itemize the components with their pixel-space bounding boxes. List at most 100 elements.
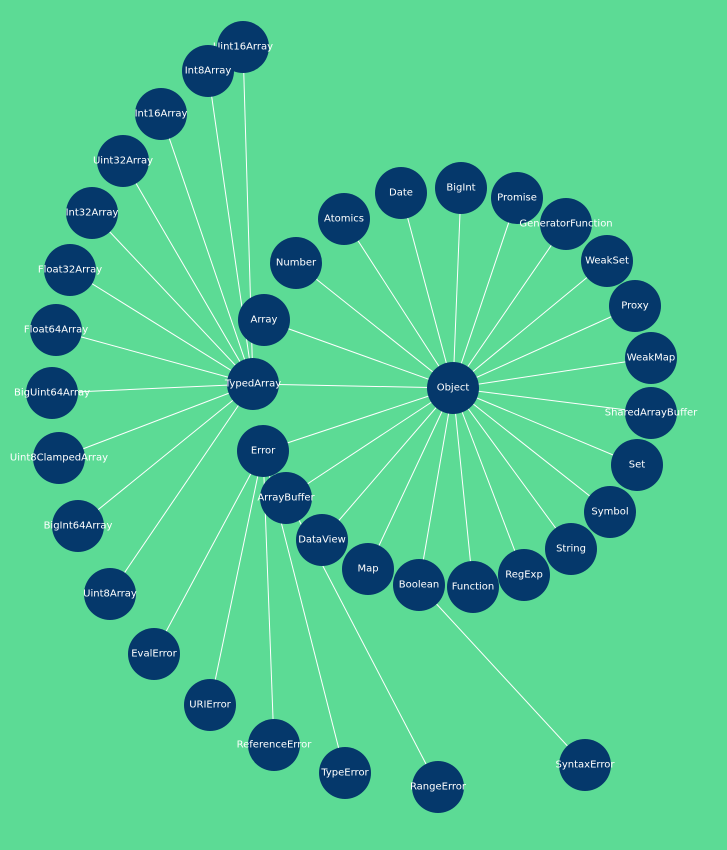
node-circle[interactable]	[342, 543, 394, 595]
node-int8-array[interactable]: Int8Array	[182, 45, 234, 97]
link-object-atomics	[343, 218, 454, 389]
node-circle[interactable]	[319, 747, 371, 799]
link-object-big-int	[452, 187, 462, 389]
node-weak-map[interactable]: WeakMap	[625, 332, 677, 384]
node-circle[interactable]	[84, 568, 136, 620]
node-symbol[interactable]: Symbol	[584, 486, 636, 538]
node-shared-array-buffer[interactable]: SharedArrayBuffer	[605, 387, 698, 439]
node-circle[interactable]	[270, 237, 322, 289]
node-circle[interactable]	[182, 45, 234, 97]
node-circle[interactable]	[412, 761, 464, 813]
node-circle[interactable]	[498, 549, 550, 601]
node-circle[interactable]	[584, 486, 636, 538]
node-big-uint64-array[interactable]: BigUint64Array	[14, 367, 90, 419]
node-label: Object	[437, 383, 470, 394]
node-error[interactable]: Error	[237, 425, 289, 477]
node-label: ReferenceError	[237, 740, 313, 751]
node-label: Uint32Array	[93, 156, 153, 167]
node-type-error[interactable]: TypeError	[319, 747, 371, 799]
node-circle[interactable]	[260, 472, 312, 524]
node-float32-array[interactable]: Float32Array	[38, 244, 102, 296]
link-object-date	[400, 192, 454, 389]
node-label: GeneratorFunction	[519, 219, 612, 230]
node-circle[interactable]	[435, 162, 487, 214]
node-circle[interactable]	[540, 198, 592, 250]
node-label: Array	[251, 315, 278, 326]
node-circle[interactable]	[375, 167, 427, 219]
node-circle[interactable]	[609, 280, 661, 332]
node-number[interactable]: Number	[270, 237, 322, 289]
node-circle[interactable]	[393, 559, 445, 611]
node-circle[interactable]	[237, 425, 289, 477]
link-object-data-view	[321, 387, 454, 541]
node-label: ArrayBuffer	[257, 493, 315, 504]
node-map[interactable]: Map	[342, 543, 394, 595]
node-range-error[interactable]: RangeError	[410, 761, 467, 813]
node-atomics[interactable]: Atomics	[318, 193, 370, 245]
node-circle[interactable]	[611, 439, 663, 491]
node-circle[interactable]	[26, 367, 78, 419]
node-circle[interactable]	[238, 294, 290, 346]
node-function[interactable]: Function	[447, 561, 499, 613]
node-label: Uint8Array	[83, 589, 137, 600]
node-eval-error[interactable]: EvalError	[128, 628, 180, 680]
node-circle[interactable]	[318, 193, 370, 245]
node-typed-array[interactable]: TypedArray	[224, 358, 281, 410]
node-reg-exp[interactable]: RegExp	[498, 549, 550, 601]
node-int32-array[interactable]: Int32Array	[66, 187, 119, 239]
node-circle[interactable]	[33, 432, 85, 484]
node-label: EvalError	[131, 649, 177, 660]
node-weak-set[interactable]: WeakSet	[581, 235, 633, 287]
node-object[interactable]: Object	[427, 362, 479, 414]
node-circle[interactable]	[248, 719, 300, 771]
node-circle[interactable]	[66, 187, 118, 239]
node-circle[interactable]	[581, 235, 633, 287]
node-circle[interactable]	[135, 88, 187, 140]
node-circle[interactable]	[184, 679, 236, 731]
node-circle[interactable]	[52, 500, 104, 552]
node-circle[interactable]	[625, 332, 677, 384]
node-circle[interactable]	[427, 362, 479, 414]
node-uint8-clamped-array[interactable]: Uint8ClampedArray	[10, 432, 108, 484]
node-float64-array[interactable]: Float64Array	[24, 304, 88, 356]
node-promise[interactable]: Promise	[491, 172, 543, 224]
node-circle[interactable]	[30, 304, 82, 356]
node-circle[interactable]	[296, 514, 348, 566]
node-string[interactable]: String	[545, 523, 597, 575]
node-circle[interactable]	[227, 358, 279, 410]
node-array[interactable]: Array	[238, 294, 290, 346]
node-label: BigUint64Array	[14, 388, 90, 399]
node-label: Float32Array	[38, 265, 102, 276]
node-uint32-array[interactable]: Uint32Array	[93, 135, 153, 187]
link-object-set	[452, 387, 638, 466]
node-circle[interactable]	[97, 135, 149, 187]
node-circle[interactable]	[559, 739, 611, 791]
link-object-number	[295, 262, 454, 389]
node-array-buffer[interactable]: ArrayBuffer	[257, 472, 316, 524]
node-boolean[interactable]: Boolean	[393, 559, 445, 611]
node-label: Function	[452, 582, 495, 593]
node-circle[interactable]	[447, 561, 499, 613]
node-set[interactable]: Set	[611, 439, 663, 491]
node-syntax-error[interactable]: SyntaxError	[556, 739, 616, 791]
node-date[interactable]: Date	[375, 167, 427, 219]
node-label: Number	[276, 258, 317, 269]
node-data-view[interactable]: DataView	[296, 514, 348, 566]
node-big-int[interactable]: BigInt	[435, 162, 487, 214]
node-big-int64-array[interactable]: BigInt64Array	[44, 500, 113, 552]
link-typed-array-int16-array	[160, 113, 254, 385]
node-circle[interactable]	[491, 172, 543, 224]
node-uint8-array[interactable]: Uint8Array	[83, 568, 137, 620]
node-reference-error[interactable]: ReferenceError	[237, 719, 313, 771]
node-int16-array[interactable]: Int16Array	[135, 88, 188, 140]
node-circle[interactable]	[545, 523, 597, 575]
node-circle[interactable]	[44, 244, 96, 296]
node-urierror[interactable]: URIError	[184, 679, 236, 731]
link-object-weak-set	[452, 260, 608, 389]
link-typed-array-uint8-clamped-array	[58, 383, 254, 459]
node-generator-function[interactable]: GeneratorFunction	[519, 198, 613, 250]
node-circle[interactable]	[625, 387, 677, 439]
node-circle[interactable]	[128, 628, 180, 680]
node-proxy[interactable]: Proxy	[609, 280, 661, 332]
link-object-boolean	[418, 387, 454, 586]
